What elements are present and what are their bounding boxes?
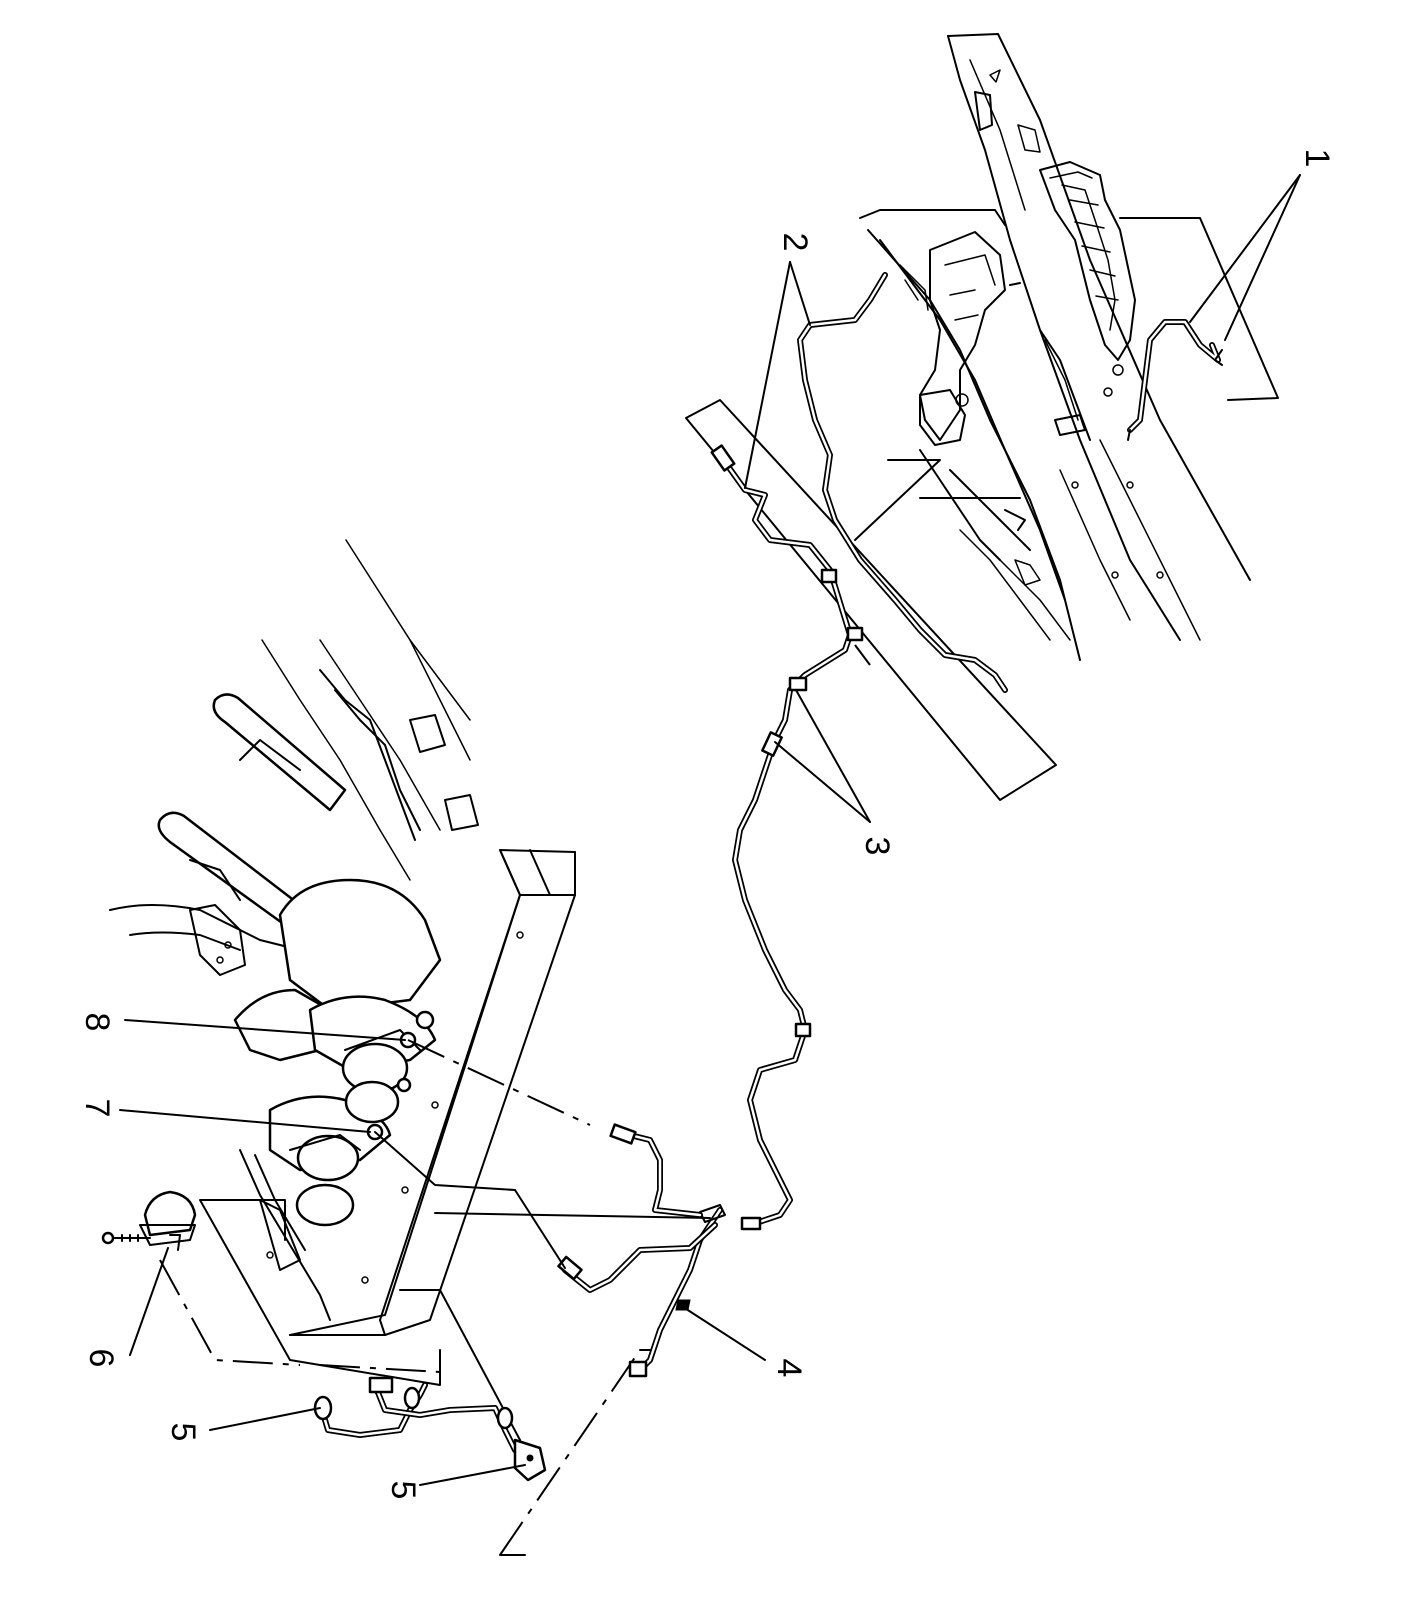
callout-1: 1 <box>1298 149 1336 168</box>
callout-3: 3 <box>858 837 896 856</box>
brake-lines <box>313 272 1223 1482</box>
callout-2: 2 <box>776 233 814 252</box>
front-frame-assembly <box>685 33 1279 801</box>
rear-axle-assembly <box>109 539 871 1556</box>
brake-line-1 <box>1127 319 1221 433</box>
brake-line-2-upper <box>797 272 1008 693</box>
wheel-speed-sensor <box>101 1190 197 1251</box>
callout-5b: 5 <box>384 1481 422 1500</box>
callout-6: 6 <box>82 1349 120 1368</box>
callout-4: 4 <box>770 1359 808 1378</box>
callout-7: 7 <box>78 1099 116 1118</box>
brake-line-8 <box>627 1132 703 1218</box>
callout-8: 8 <box>78 1013 116 1032</box>
callout-5a: 5 <box>164 1423 202 1442</box>
leader-lines <box>119 174 1301 1486</box>
callout-labels: 1 2 3 4 5 5 6 7 8 <box>78 149 1336 1500</box>
